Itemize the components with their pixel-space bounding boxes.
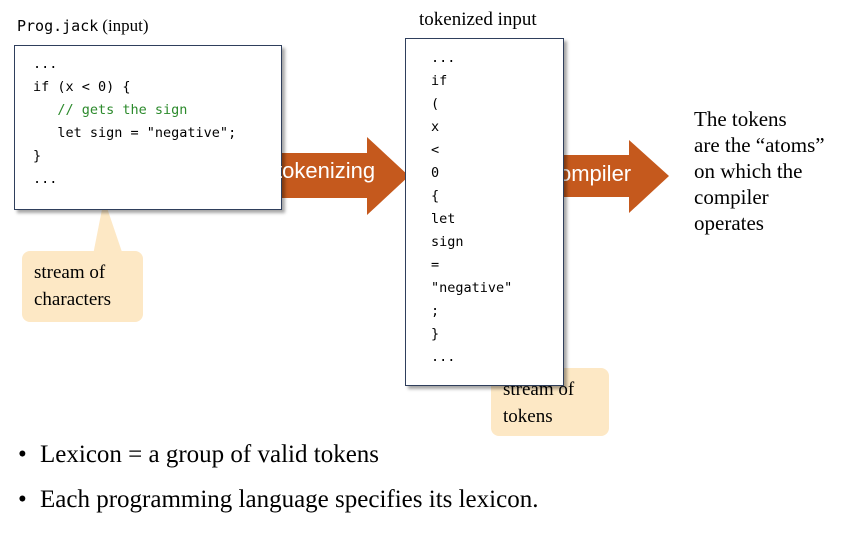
callout-pointer-characters — [93, 199, 123, 255]
tokenizing-arrow-label: tokenizing — [276, 158, 376, 183]
token-item: ( — [431, 96, 440, 112]
input-code-box: ... if (x < 0) { // gets the sign let sig… — [14, 45, 282, 210]
input-note: (input) — [102, 16, 149, 35]
token-item: { — [431, 188, 440, 204]
bullet-text: Lexicon = a group of valid tokens — [40, 441, 380, 468]
code-comment-line: // gets the sign — [33, 102, 188, 118]
code-line: if (x < 0) { — [33, 79, 131, 95]
code-line: let sign = "negative"; — [33, 125, 237, 141]
bullet-marker: • — [18, 486, 27, 513]
note-line: on which the — [694, 159, 803, 183]
token-item: } — [431, 326, 440, 342]
tokens-atoms-note: The tokens are the “atoms” on which the … — [694, 106, 825, 236]
note-line: are the “atoms” — [694, 133, 825, 157]
token-item: x — [431, 119, 440, 135]
token-item: let — [431, 211, 456, 227]
note-line: compiler — [694, 185, 769, 209]
code-line: } — [33, 148, 42, 164]
tokenized-input-title: tokenized input — [419, 9, 537, 30]
bullet-item: • Each programming language specifies its… — [18, 486, 538, 514]
tokenized-input-box: ... if ( x <0 { let sign = "negative";}... — [405, 38, 564, 386]
code-line: ... — [33, 56, 58, 72]
token-item: ; — [431, 303, 440, 319]
token-item: "negative" — [431, 280, 513, 296]
bullet-item: • Lexicon = a group of valid tokens — [18, 441, 379, 469]
token-item: sign — [431, 234, 464, 250]
input-filename: Prog.jack — [17, 17, 99, 35]
bullet-text: Each programming language specifies its … — [40, 486, 539, 513]
compiler-arrow — [531, 140, 669, 213]
token-item: < — [431, 142, 440, 158]
tokenizing-arrow — [260, 137, 409, 215]
note-line: operates — [694, 211, 764, 235]
token-item: 0 — [431, 165, 440, 181]
token-item: ... — [431, 349, 456, 365]
bullet-marker: • — [18, 441, 27, 468]
token-item: ... — [431, 50, 456, 66]
code-line: ... — [33, 171, 58, 187]
token-item: = — [431, 257, 440, 273]
note-line: The tokens — [694, 107, 787, 131]
token-item: if — [431, 73, 448, 89]
stream-of-characters-callout: stream of characters — [22, 251, 143, 322]
input-file-title: Prog.jack (input) — [17, 16, 149, 36]
